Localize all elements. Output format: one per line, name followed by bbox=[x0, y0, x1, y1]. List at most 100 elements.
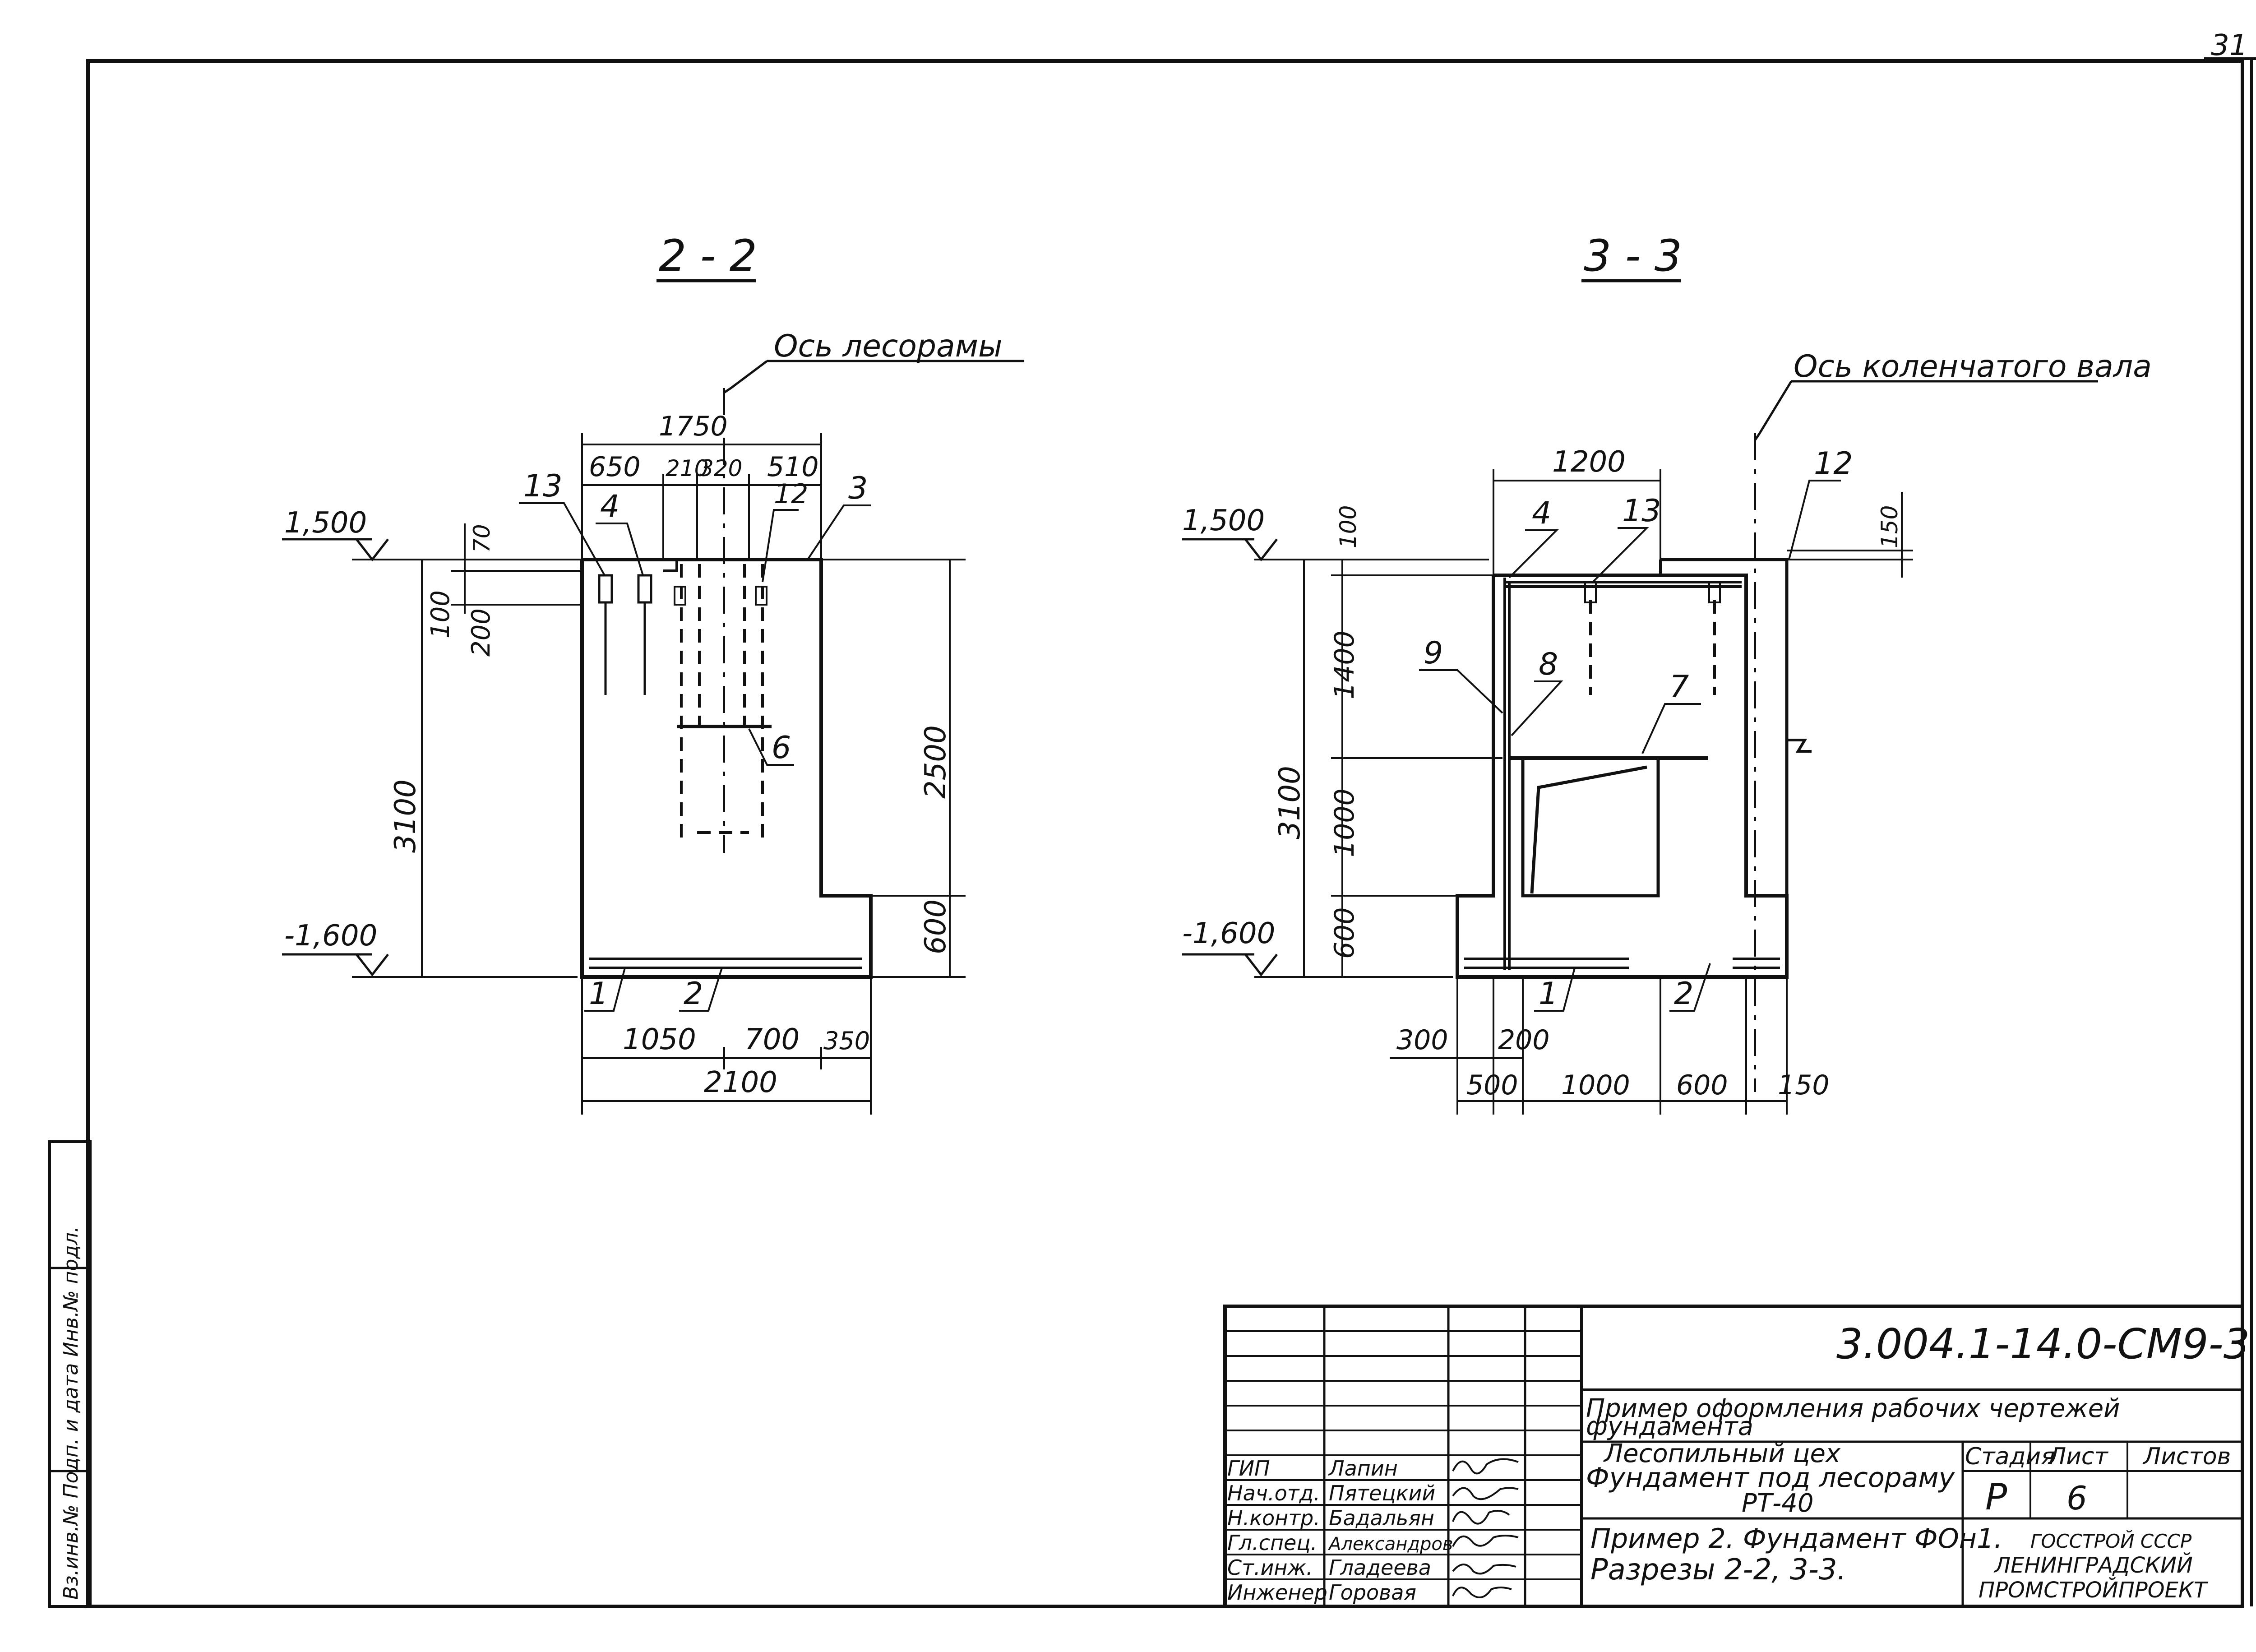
dim-2-2-b2: 700 bbox=[744, 1023, 800, 1056]
dim-3-3-b1: 500 bbox=[1466, 1069, 1518, 1101]
anchor-bolts-left bbox=[598, 574, 652, 695]
dim-3-3-right: 150 bbox=[1877, 505, 1903, 548]
bottom-reinforcement bbox=[589, 958, 862, 969]
dim-2-2-upper: 2500 bbox=[919, 725, 952, 799]
section-3-3: 3 - 3 Ось коленчатого вала bbox=[1182, 231, 2152, 1115]
dim-2-2-overall: 1750 bbox=[659, 411, 728, 442]
anchors-dashed-3-3 bbox=[1589, 600, 1716, 695]
callout-2-2-1: 1 bbox=[589, 976, 608, 1012]
role-1: ГИП bbox=[1227, 1456, 1270, 1481]
dim-3-3-b4: 150 bbox=[1778, 1069, 1830, 1101]
dim-2-2-d1: 650 bbox=[589, 451, 641, 483]
dim-3-3-overall: 1200 bbox=[1552, 445, 1626, 479]
callout-3-3-1: 1 bbox=[1539, 976, 1558, 1012]
org-line-3: ПРОМСТРОЙПРОЕКТ bbox=[1979, 1577, 2209, 1603]
dim-2-2-d3: 320 bbox=[699, 455, 742, 481]
bottom-reinforcement-3-3 bbox=[1464, 958, 1780, 969]
object-line-3: РТ-40 bbox=[1742, 1489, 1813, 1518]
sheet-frame bbox=[86, 57, 2256, 1608]
desc-line-2: фундамента bbox=[1586, 1412, 1753, 1441]
callout-2-2-6: 6 bbox=[772, 730, 791, 766]
inner-bars-3-3 bbox=[1503, 578, 1742, 970]
section-2-2: 2 - 2 Ось лесорамы bbox=[282, 231, 1024, 1115]
title-block: 3.004.1-14.0-СМ9-3 Пример оформления раб… bbox=[1223, 1305, 2250, 1608]
desc-line-1: Пример оформления рабочих чертежей bbox=[1586, 1394, 2120, 1423]
dim-3-3-d: 600 bbox=[1329, 907, 1360, 959]
section-2-2-level-top: 1,500 bbox=[284, 506, 367, 540]
dim-2-2-b1: 1050 bbox=[623, 1023, 696, 1056]
dim-2-2-b: 100 bbox=[426, 590, 455, 639]
dims-bottom-3-3: 300 200 500 1000 600 150 bbox=[1390, 979, 1830, 1115]
dims-left-3-3: 100 1400 1000 600 3100 bbox=[1273, 505, 1502, 977]
callout-3-3-13: 13 bbox=[1622, 493, 1661, 529]
dim-3-3-small-a: 300 bbox=[1396, 1024, 1448, 1056]
section-3-3-level-top: 1,500 bbox=[1182, 504, 1265, 537]
org-line-1: ГОССТРОЙ СССР bbox=[2030, 1530, 2192, 1552]
name-4: Александров bbox=[1327, 1534, 1453, 1555]
dim-2-2-total: 3100 bbox=[389, 779, 422, 853]
dim-2-2-b3: 350 bbox=[823, 1027, 870, 1055]
dim-3-3-a: 100 bbox=[1335, 505, 1361, 548]
callout-3-3-7: 7 bbox=[1669, 669, 1689, 705]
role-2: Нач.отд. bbox=[1227, 1481, 1320, 1505]
sheets-header: Листов bbox=[2142, 1443, 2231, 1470]
callout-2-2-3: 3 bbox=[848, 471, 868, 506]
callout-3-3-4: 4 bbox=[1532, 495, 1551, 531]
margin-stamp: Вз.инв.№ Подп. и дата Инв.№ подл. bbox=[48, 1140, 92, 1608]
margin-stamp-text: Вз.инв.№ Подп. и дата Инв.№ подл. bbox=[60, 1226, 83, 1600]
dim-3-3-b3: 600 bbox=[1676, 1069, 1728, 1101]
role-6: Инженер bbox=[1227, 1580, 1327, 1605]
dim-2-2-c: 200 bbox=[467, 608, 496, 657]
doc-code: 3.004.1-14.0-СМ9-3 bbox=[1836, 1320, 2250, 1368]
name-6: Горовая bbox=[1329, 1580, 1416, 1605]
section-2-2-title: 2 - 2 bbox=[659, 231, 757, 281]
dim-3-3-c: 1000 bbox=[1329, 788, 1360, 857]
callouts-3-3: 4 13 12 9 8 7 1 2 bbox=[1419, 446, 1853, 1012]
dim-2-2-d2: 210 bbox=[666, 455, 708, 481]
signature-rows: ГИП Лапин Нач.отд. Пятецкий Н.контр. Бад… bbox=[1227, 1456, 1453, 1605]
dim-3-3-small-b: 200 bbox=[1498, 1024, 1550, 1056]
dims-top-3-3: 1200 150 bbox=[1493, 445, 1913, 578]
callout-3-3-9: 9 bbox=[1424, 635, 1443, 671]
role-3: Н.контр. bbox=[1227, 1506, 1320, 1530]
name-1: Лапин bbox=[1328, 1456, 1398, 1481]
section-3-3-title: 3 - 3 bbox=[1584, 231, 1682, 281]
name-5: Гладеева bbox=[1329, 1555, 1431, 1580]
callout-3-3-8: 8 bbox=[1539, 647, 1558, 682]
object-line-2: Фундамент под лесораму bbox=[1586, 1462, 1956, 1494]
section-2-2-axis-label: Ось лесорамы bbox=[774, 329, 1003, 364]
dims-right: 2500 600 bbox=[821, 559, 966, 978]
dims-left: 70 100 200 3100 bbox=[389, 523, 582, 977]
sheet-value: 6 bbox=[2066, 1479, 2087, 1517]
opening-3-3 bbox=[1521, 756, 1660, 898]
callout-2-2-13: 13 bbox=[523, 468, 563, 504]
stage-header: Стадия bbox=[1965, 1443, 2055, 1470]
sheet-number: 31 bbox=[2211, 29, 2247, 62]
dim-3-3-total: 3100 bbox=[1273, 766, 1307, 839]
section-3-3-level-bottom: -1,600 bbox=[1182, 917, 1275, 950]
section-3-3-axis-label: Ось коленчатого вала bbox=[1794, 349, 2152, 384]
dims-top: 1750 650 210 320 510 bbox=[581, 411, 822, 560]
dim-2-2-a: 70 bbox=[469, 524, 495, 553]
section-2-2-level-bottom: -1,600 bbox=[284, 919, 377, 953]
callouts-2-2: 13 4 12 3 6 1 2 bbox=[519, 468, 871, 1012]
sheet-desc-line-1: Пример 2. Фундамент ФОн1. bbox=[1590, 1523, 2002, 1555]
handwritten-signatures bbox=[1452, 1458, 1519, 1598]
callout-2-2-4: 4 bbox=[600, 489, 619, 524]
dim-3-3-b2: 1000 bbox=[1561, 1069, 1630, 1101]
level-mark-top: 1,500 bbox=[282, 506, 578, 562]
name-2: Пятецкий bbox=[1329, 1481, 1435, 1505]
name-3: Бадальян bbox=[1329, 1506, 1434, 1530]
role-5: Ст.инж. bbox=[1227, 1555, 1313, 1580]
pocket-well bbox=[680, 564, 764, 839]
dim-2-2-lower: 600 bbox=[919, 899, 952, 954]
role-4: Гл.спец. bbox=[1227, 1531, 1317, 1555]
org-line-2: ЛЕНИНГРАДСКИЙ bbox=[1993, 1552, 2193, 1578]
callout-2-2-12: 12 bbox=[774, 478, 808, 510]
dim-2-2-btotal: 2100 bbox=[704, 1066, 777, 1099]
object-line-1: Лесопильный цех bbox=[1603, 1439, 1841, 1468]
dim-3-3-b: 1400 bbox=[1329, 630, 1360, 699]
sheet-header: Лист bbox=[2048, 1443, 2108, 1470]
level-mark-bottom: -1,600 bbox=[282, 919, 578, 978]
